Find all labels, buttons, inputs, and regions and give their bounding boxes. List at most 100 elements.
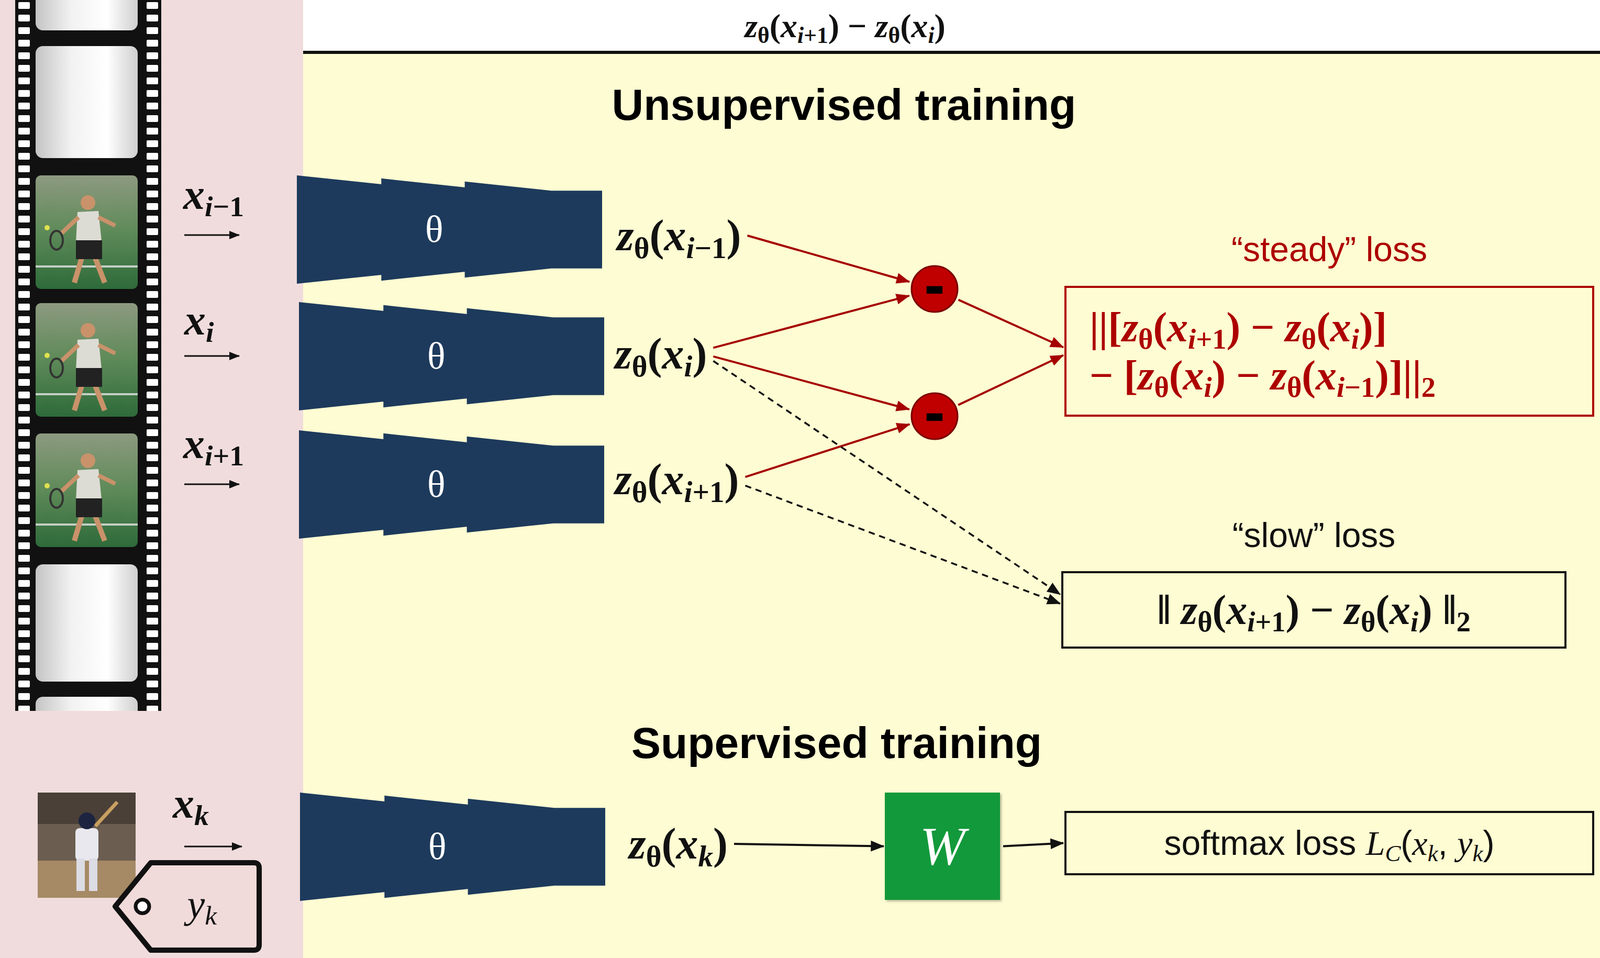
text-run: )]|| xyxy=(1374,352,1422,399)
input-arrow xyxy=(184,846,242,848)
text-run: − xyxy=(847,7,875,45)
encoder-network: θ xyxy=(298,430,605,539)
text-run: ( xyxy=(1152,304,1168,351)
feature-label: zθ(xi) xyxy=(611,328,710,380)
connector xyxy=(713,295,909,349)
subscript: θ xyxy=(757,22,770,48)
text-run: zθ(xi+1) xyxy=(1181,586,1300,633)
subscript: +1 xyxy=(1254,606,1286,638)
text-run: ( xyxy=(1375,586,1390,633)
text-run: “slow” xyxy=(1232,515,1325,555)
connector xyxy=(1003,843,1064,847)
feature-label: zθ(xi+1) xyxy=(611,454,742,506)
text-run: x xyxy=(780,7,798,45)
encoder-param: θ xyxy=(427,463,446,506)
subscript: i xyxy=(204,190,214,223)
text-run: z xyxy=(614,454,632,504)
text-run: , xyxy=(1438,823,1448,863)
encoder-network: θ xyxy=(298,302,605,411)
dashed-connector xyxy=(745,485,1061,605)
loss-name: “steady” loss xyxy=(1231,229,1428,270)
text-run: z xyxy=(1344,586,1361,633)
text-run: zθ(xi−1) xyxy=(616,210,741,260)
tag-hole xyxy=(135,900,150,914)
separator-line xyxy=(303,50,1600,54)
tag-shape xyxy=(109,858,264,955)
subscript: θ xyxy=(887,22,900,48)
text-run: x xyxy=(910,7,928,45)
text-run: y xyxy=(186,882,205,927)
subscript: θ xyxy=(1153,371,1169,404)
subscript: θ xyxy=(1197,606,1213,638)
text-run: training xyxy=(914,80,1076,130)
subscript: θ xyxy=(1360,606,1376,638)
subscript: k xyxy=(1427,840,1439,867)
text-run: x xyxy=(183,170,205,219)
subscript: i xyxy=(684,475,693,509)
text-run: ( xyxy=(1301,352,1316,399)
baseball-photo xyxy=(37,792,136,898)
tennis-photo xyxy=(35,433,138,548)
feature-label: zθ(xk) xyxy=(625,818,731,870)
subscript: i xyxy=(1187,323,1196,355)
film-frame xyxy=(35,0,138,31)
loss-box: “steady” loss||[zθ(xi+1) − zθ(xi)] − [zθ… xyxy=(1064,285,1595,417)
text-run: θ xyxy=(428,825,447,868)
text-run: zθ(xi) xyxy=(614,329,707,379)
text-run: z xyxy=(1181,586,1198,633)
text-run: ( xyxy=(647,454,663,504)
text-run: ‖ xyxy=(1157,586,1171,633)
text-run: xi+1 xyxy=(183,419,244,468)
subtract-sign: - xyxy=(924,380,946,443)
encoder-param: θ xyxy=(428,826,447,868)
text-run: - xyxy=(924,376,946,447)
encoder-shape xyxy=(296,175,603,284)
text-run: x xyxy=(1389,586,1411,633)
text-run: ) xyxy=(1482,823,1495,863)
text-run: x xyxy=(1330,304,1352,351)
subscript: θ xyxy=(1301,323,1317,355)
encoder-blocks xyxy=(298,430,605,539)
connector xyxy=(734,843,884,847)
text-run: z xyxy=(1137,352,1154,399)
text-run: loss xyxy=(1365,229,1428,269)
loss-text: softmax loss LC(xk, yk) xyxy=(1164,822,1495,864)
text-run: x xyxy=(1412,824,1428,863)
text-run: ) − xyxy=(1212,352,1271,399)
subscript: θ xyxy=(1286,371,1302,404)
section-heading: Unsupervised training xyxy=(612,79,1077,131)
text-run: − [zθ(xi) − zθ(xi−1)]||2 xyxy=(1089,352,1436,399)
text-run: “steady” xyxy=(1231,229,1357,269)
weight-box: W xyxy=(884,792,1000,900)
subscript: i xyxy=(205,315,215,349)
text-run: softmax xyxy=(1164,823,1286,863)
subscript: i xyxy=(204,439,214,472)
feature-text: zθ(xi+1) xyxy=(614,454,739,506)
text-run: x xyxy=(662,454,685,504)
text-run: Unsupervised xyxy=(612,80,904,130)
subscript: C xyxy=(1384,840,1401,867)
text-run: x xyxy=(664,210,687,260)
subscript: θ xyxy=(646,839,662,873)
text-run: xi−1 xyxy=(183,170,244,219)
text-run: training xyxy=(880,718,1042,768)
text-run: yk) xyxy=(1457,823,1495,863)
text-run: - xyxy=(924,249,946,320)
text-run: ( xyxy=(1316,304,1331,351)
subscript: i xyxy=(1351,323,1360,355)
film-frame xyxy=(35,564,138,682)
subscript: i xyxy=(927,22,935,48)
text-run: zθ(xi+1) xyxy=(614,454,739,504)
subscript: i xyxy=(684,349,693,383)
loss-box: “slow” loss‖ zθ(xi+1) − zθ(xi) ‖2 xyxy=(1061,571,1567,649)
text-run: z xyxy=(616,210,635,260)
subscript: −1 xyxy=(213,190,245,223)
photo-ground xyxy=(37,792,136,898)
text-run: ) − xyxy=(1226,304,1285,351)
text-run: y xyxy=(1457,824,1473,863)
connector xyxy=(958,300,1064,348)
text-run: training xyxy=(914,80,1076,130)
text-run: ( xyxy=(900,7,911,45)
text-run: θ xyxy=(427,463,446,506)
text-run: - xyxy=(924,249,946,320)
